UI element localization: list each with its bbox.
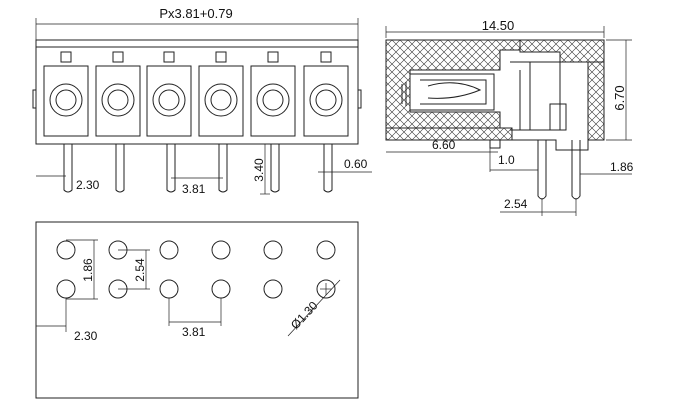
terminal-cell [303, 51, 349, 137]
dim-edge-offset: 2.30 [76, 178, 100, 192]
dim-row-spacing: 2.54 [504, 197, 528, 211]
terminal-cell [198, 51, 244, 137]
pcb-dim-row-inner: 2.54 [133, 258, 147, 282]
terminal-cells [43, 51, 349, 137]
pcb-holes [56, 240, 336, 299]
dim-offset: 1.0 [498, 153, 515, 167]
terminal-cell [95, 51, 141, 137]
dim-pin-width: 0.60 [344, 157, 368, 171]
terminal-block-body [35, 39, 359, 145]
pcb-layout: 1.86 2.54 2.30 3.81 Ø1.30 [35, 221, 359, 399]
dim-pitch: 3.81 [182, 182, 206, 196]
front-view: Px3.81+0.79 [32, 6, 372, 196]
dim-pin-length: 3.40 [252, 158, 266, 182]
side-view: 14.50 6.70 6.60 1.0 [385, 18, 634, 216]
pitch-formula-label: Px3.81+0.79 [159, 6, 232, 21]
terminal-cell [146, 51, 192, 137]
pcb-outline [35, 221, 359, 399]
terminal-cell [250, 51, 296, 137]
side-pin-rear [571, 140, 581, 200]
side-pin-front [537, 140, 547, 200]
pcb-dim-edge-offset: 2.30 [74, 329, 98, 343]
pins [63, 144, 333, 193]
pcb-dim-pitch: 3.81 [182, 325, 206, 339]
pcb-dim-hole-diameter: Ø1.30 [288, 298, 321, 332]
terminal-cell [43, 51, 89, 137]
dim-pin-offset: 1.86 [610, 160, 634, 174]
dim-height: 6.70 [612, 85, 627, 110]
dim-body-depth: 6.60 [432, 138, 456, 152]
dim-total-length: 14.50 [482, 18, 515, 33]
pcb-dim-row-left: 1.86 [81, 258, 95, 282]
